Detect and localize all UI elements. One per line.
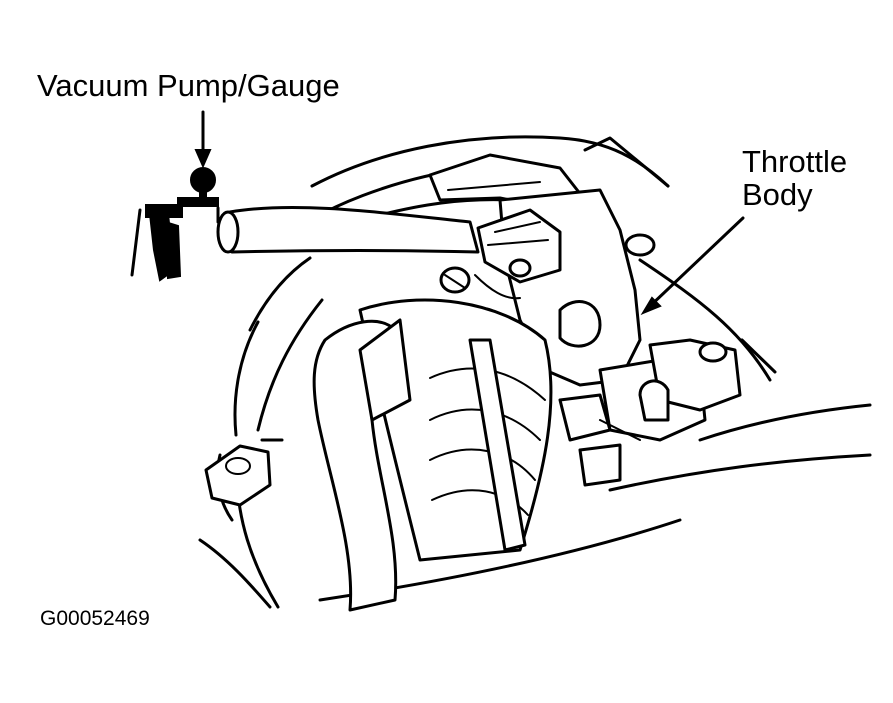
throttle-body-label: Throttle Body xyxy=(742,144,848,212)
front-hose xyxy=(312,318,412,612)
intake-duct xyxy=(358,298,553,562)
throttle-body-arrow-shaft xyxy=(646,216,745,310)
vacuum-hose xyxy=(216,206,480,254)
callout-arrows xyxy=(194,110,745,316)
vacuum-pump-arrowhead xyxy=(194,149,212,169)
manifold-bracket xyxy=(204,444,272,507)
vacuum-pump-gauge-label: Vacuum Pump/Gauge xyxy=(37,68,340,103)
throttle-linkage xyxy=(558,338,742,487)
engine-background-contours xyxy=(198,135,872,609)
vacuum-pump-gauge xyxy=(130,167,220,282)
throttle-body-arrowhead xyxy=(640,296,662,316)
figure-id: G00052469 xyxy=(40,607,150,630)
